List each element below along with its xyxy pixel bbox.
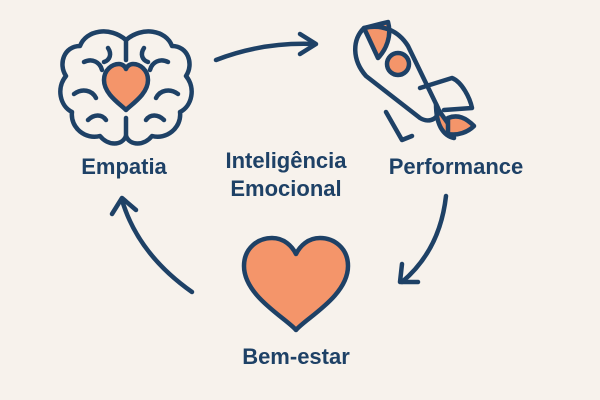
brain-heart-icon bbox=[58, 29, 194, 146]
node-label-empatia: Empatia bbox=[81, 154, 167, 179]
rocket-icon bbox=[353, 19, 477, 143]
node-label-bem-estar: Bem-estar bbox=[242, 344, 350, 369]
center-title-line-1: Inteligência bbox=[225, 148, 347, 173]
node-label-performance: Performance bbox=[388, 154, 524, 179]
arrow-performance-to-bemestar bbox=[397, 193, 449, 285]
arrow-bemestar-to-empatia bbox=[109, 195, 195, 295]
center-title: Inteligência Emocional bbox=[205, 147, 367, 203]
arrow-empatia-to-performance bbox=[213, 31, 319, 63]
heart-icon bbox=[241, 235, 351, 333]
center-title-line-2: Emocional bbox=[230, 176, 342, 201]
